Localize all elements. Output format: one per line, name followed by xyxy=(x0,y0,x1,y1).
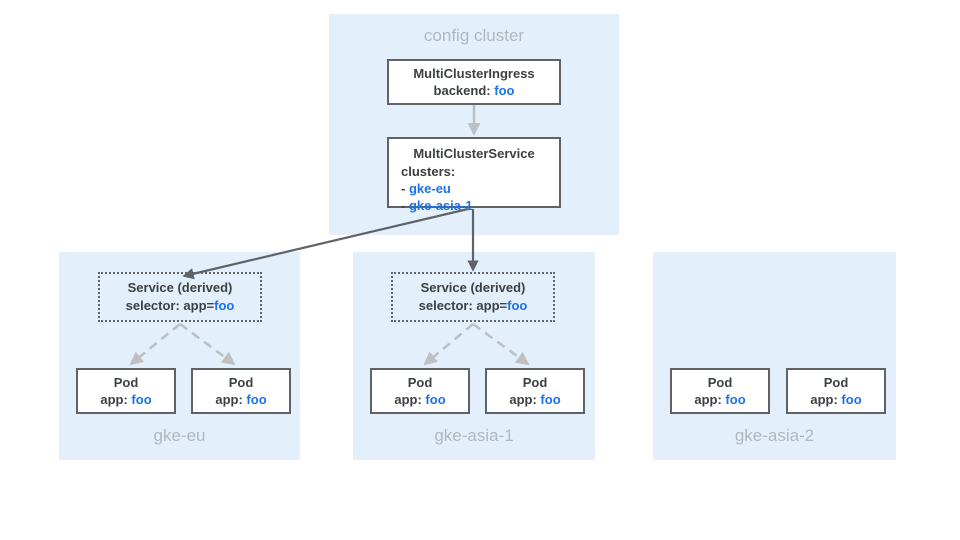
mcs-cluster-name: gke-asia-1 xyxy=(408,198,473,213)
mci-title: MultiClusterIngress xyxy=(413,66,535,81)
pod-app-label: app: xyxy=(215,392,243,407)
service-selector-row: selector: app=foo xyxy=(419,297,528,315)
node-pod[interactable]: Pod app: foo xyxy=(485,368,585,414)
node-pod[interactable]: Pod app: foo xyxy=(786,368,886,414)
node-pod[interactable]: Pod app: foo xyxy=(76,368,176,414)
node-pod[interactable]: Pod app: foo xyxy=(191,368,291,414)
mcs-cluster-bullet: - xyxy=(401,198,406,213)
service-selector-value: foo xyxy=(507,298,528,313)
service-selector-label: selector: app= xyxy=(418,298,508,313)
pod-title: Pod xyxy=(228,375,254,390)
pod-app-value: foo xyxy=(841,392,862,407)
pod-app-value: foo xyxy=(725,392,746,407)
pod-title: Pod xyxy=(113,375,139,390)
mcs-cluster-item: - gke-eu xyxy=(389,180,451,197)
pod-title: Pod xyxy=(522,375,548,390)
pod-app-row: app: foo xyxy=(810,391,861,408)
service-title: Service (derived) xyxy=(127,280,233,295)
service-selector-value: foo xyxy=(214,298,235,313)
pod-app-label: app: xyxy=(100,392,128,407)
node-derived-service-gke-eu[interactable]: Service (derived) selector: app=foo xyxy=(98,272,262,322)
node-pod[interactable]: Pod app: foo xyxy=(370,368,470,414)
service-selector-label: selector: app= xyxy=(125,298,215,313)
cluster-panel-gke-asia-2 xyxy=(653,252,896,460)
cluster-caption-gke-asia-1: gke-asia-1 xyxy=(434,426,514,445)
pod-app-row: app: foo xyxy=(215,391,266,408)
node-pod[interactable]: Pod app: foo xyxy=(670,368,770,414)
cluster-caption-gke-asia-2: gke-asia-2 xyxy=(734,426,815,445)
pod-app-row: app: foo xyxy=(100,391,151,408)
mcs-title: MultiClusterService xyxy=(413,146,535,161)
mcs-clusters-label: clusters: xyxy=(401,164,456,179)
pod-app-value: foo xyxy=(131,392,152,407)
mci-backend-value: foo xyxy=(494,83,515,98)
pod-title: Pod xyxy=(407,375,433,390)
pod-app-row: app: foo xyxy=(509,391,560,408)
service-selector-row: selector: app=foo xyxy=(126,297,235,315)
pod-app-value: foo xyxy=(246,392,267,407)
service-title: Service (derived) xyxy=(420,280,526,295)
pod-title: Pod xyxy=(707,375,733,390)
mcs-cluster-item: - gke-asia-1 xyxy=(389,197,473,214)
pod-app-label: app: xyxy=(810,392,838,407)
mcs-cluster-name: gke-eu xyxy=(408,181,451,196)
pod-app-label: app: xyxy=(509,392,537,407)
mci-backend-row: backend: foo xyxy=(434,82,515,99)
pod-app-value: foo xyxy=(540,392,561,407)
node-multi-cluster-service[interactable]: MultiClusterService clusters: - gke-eu -… xyxy=(387,137,561,213)
mci-backend-label: backend: xyxy=(433,83,491,98)
pod-title: Pod xyxy=(823,375,849,390)
cluster-caption-config: config cluster xyxy=(423,26,525,45)
cluster-caption-gke-eu: gke-eu xyxy=(153,426,206,445)
pod-app-label: app: xyxy=(694,392,722,407)
pod-app-label: app: xyxy=(394,392,422,407)
pod-app-row: app: foo xyxy=(394,391,445,408)
mcs-cluster-bullet: - xyxy=(401,181,406,196)
pod-app-value: foo xyxy=(425,392,446,407)
node-derived-service-gke-asia-1[interactable]: Service (derived) selector: app=foo xyxy=(391,272,555,322)
pod-app-row: app: foo xyxy=(694,391,745,408)
node-multi-cluster-ingress[interactable]: MultiClusterIngress backend: foo xyxy=(387,59,561,105)
